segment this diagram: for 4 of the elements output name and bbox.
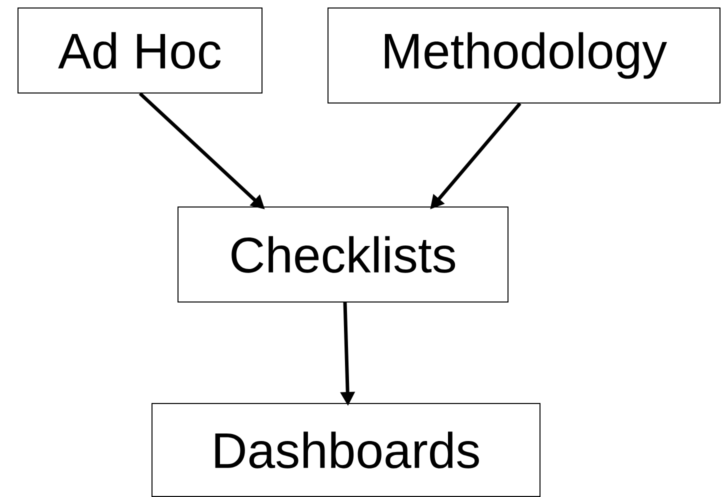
process-box: Dashboards xyxy=(152,403,540,497)
process-box: Checklists xyxy=(178,206,508,302)
process-box: Ad Hoc xyxy=(18,8,262,94)
process-box: Methodology xyxy=(328,8,720,104)
